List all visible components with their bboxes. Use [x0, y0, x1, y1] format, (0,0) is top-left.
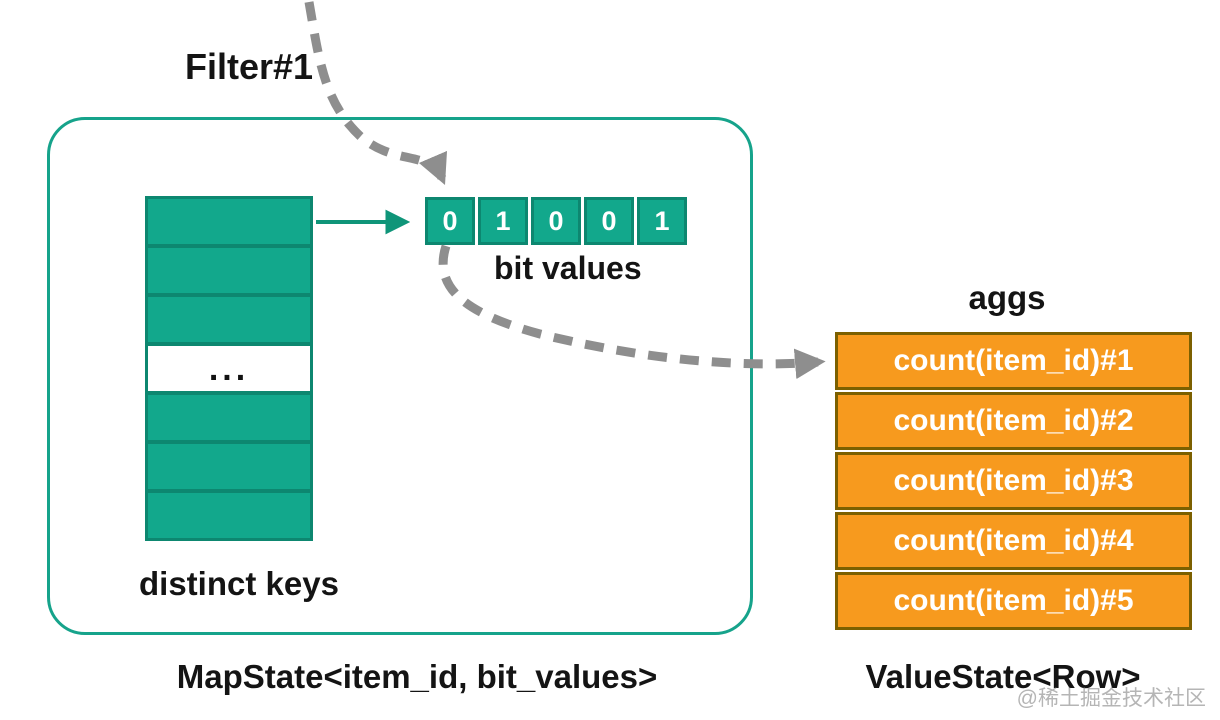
bit-cell: 0	[425, 197, 475, 245]
bit-cell: 0	[584, 197, 634, 245]
agg-cell: count(item_id)#5	[835, 572, 1192, 630]
distinct-key-row	[145, 196, 313, 247]
distinct-key-row-ellipsis: ...	[145, 343, 313, 394]
agg-cell: count(item_id)#3	[835, 452, 1192, 510]
aggs-label: aggs	[968, 279, 1046, 316]
bit-values-row: 0 1 0 0 1	[425, 197, 687, 245]
bit-cell: 1	[637, 197, 687, 245]
distinct-keys-label: distinct keys	[139, 565, 339, 602]
watermark: @稀土掘金技术社区	[1016, 687, 1206, 710]
bit-cell: 1	[478, 197, 528, 245]
ellipsis-text: ...	[208, 349, 250, 388]
filter-label: Filter#1	[185, 46, 314, 87]
valuestate-label: ValueState<Row>	[865, 658, 1141, 695]
distinct-key-row	[145, 441, 313, 492]
distinct-key-row	[145, 490, 313, 541]
agg-cell: count(item_id)#2	[835, 392, 1192, 450]
distinct-key-row	[145, 294, 313, 345]
mapstate-label: MapState<item_id, bit_values>	[176, 658, 658, 695]
agg-cell: count(item_id)#1	[835, 332, 1192, 390]
bit-cell: 0	[531, 197, 581, 245]
agg-cell: count(item_id)#4	[835, 512, 1192, 570]
bit-values-label: bit values	[494, 250, 642, 286]
distinct-key-row	[145, 392, 313, 443]
distinct-keys-stack: ...	[145, 196, 313, 541]
aggs-stack: count(item_id)#1 count(item_id)#2 count(…	[835, 332, 1192, 630]
distinct-key-row	[145, 245, 313, 296]
